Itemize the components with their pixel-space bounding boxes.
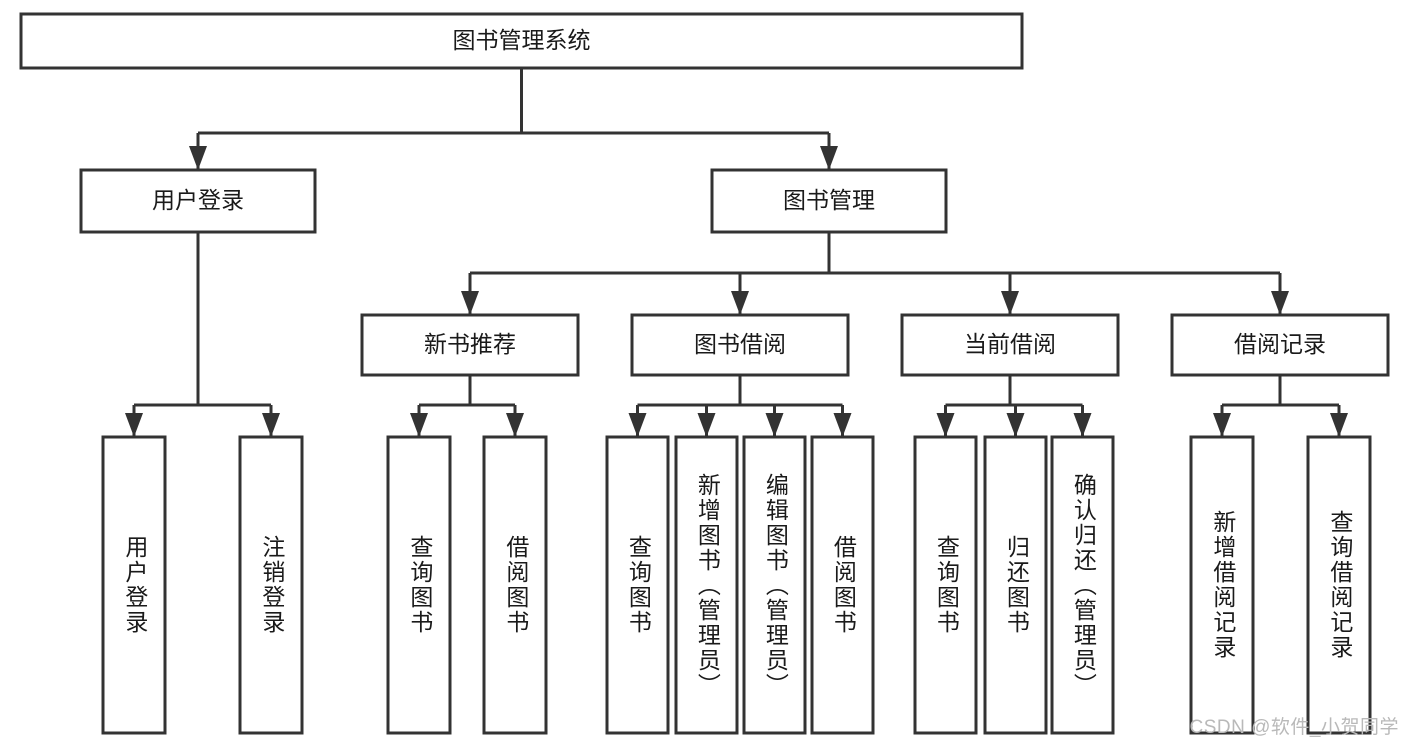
node-root[interactable]: [19, 12, 1024, 70]
node-user-login[interactable]: [79, 168, 317, 234]
node-leaf-confirm-return-admin[interactable]: [1050, 435, 1115, 735]
connector-layer: [125, 68, 1348, 437]
node-leaf-user-logout[interactable]: [238, 435, 304, 735]
node-label-book-borrow: 图书借阅: [694, 331, 786, 357]
arrow-leaf-edit-book-admin: [765, 413, 784, 437]
node-leaf-borrow-book[interactable]: [810, 435, 875, 735]
node-leaf-add-borrow-record[interactable]: [1189, 435, 1255, 735]
node-label-book-manage: 图书管理: [783, 187, 875, 213]
node-label-root: 图书管理系统: [453, 27, 591, 53]
node-borrow-record[interactable]: [1170, 313, 1390, 377]
arrow-leaf-user-login: [125, 413, 143, 437]
arrow-new-book-rec: [461, 291, 479, 315]
arrow-leaf-return-book: [1006, 413, 1025, 437]
arrow-borrow-record: [1271, 291, 1289, 315]
arrow-leaf-add-book-admin: [697, 413, 716, 437]
node-new-book-rec[interactable]: [360, 313, 580, 377]
arrow-leaf-add-borrow-record: [1213, 413, 1231, 437]
arrow-book-manage: [820, 146, 838, 170]
node-label-user-login: 用户登录: [152, 187, 244, 213]
node-leaf-user-login[interactable]: [101, 435, 167, 735]
node-leaf-query-borrow-record[interactable]: [1306, 435, 1372, 735]
arrow-current-borrow: [1001, 291, 1019, 315]
arrow-book-borrow: [731, 291, 749, 315]
node-leaf-edit-book-admin[interactable]: [742, 435, 807, 735]
node-leaf-query-book-rec[interactable]: [386, 435, 452, 735]
watermark-text: CSDN @软件_小贺同学: [1189, 717, 1399, 738]
node-leaf-return-book[interactable]: [983, 435, 1048, 735]
node-label-current-borrow: 当前借阅: [964, 331, 1056, 357]
node-leaf-add-book-admin[interactable]: [674, 435, 739, 735]
arrow-leaf-query-book: [628, 413, 647, 437]
node-book-manage[interactable]: [710, 168, 948, 234]
arrow-user-login: [189, 146, 207, 170]
arrow-leaf-confirm-return-admin: [1073, 413, 1092, 437]
arrow-leaf-borrow-book-rec: [506, 413, 524, 437]
node-book-borrow[interactable]: [630, 313, 850, 377]
arrow-leaf-query-book-rec: [410, 413, 428, 437]
arrow-leaf-query-book-cur: [936, 413, 955, 437]
node-label-borrow-record: 借阅记录: [1234, 331, 1326, 357]
node-leaf-borrow-book-rec[interactable]: [482, 435, 548, 735]
node-current-borrow[interactable]: [900, 313, 1120, 377]
arrow-leaf-borrow-book: [833, 413, 852, 437]
node-leaf-query-book-cur[interactable]: [913, 435, 978, 735]
arrow-leaf-query-borrow-record: [1330, 413, 1348, 437]
arrow-leaf-user-logout: [262, 413, 280, 437]
node-label-new-book-rec: 新书推荐: [424, 331, 516, 357]
node-leaf-query-book[interactable]: [605, 435, 670, 735]
